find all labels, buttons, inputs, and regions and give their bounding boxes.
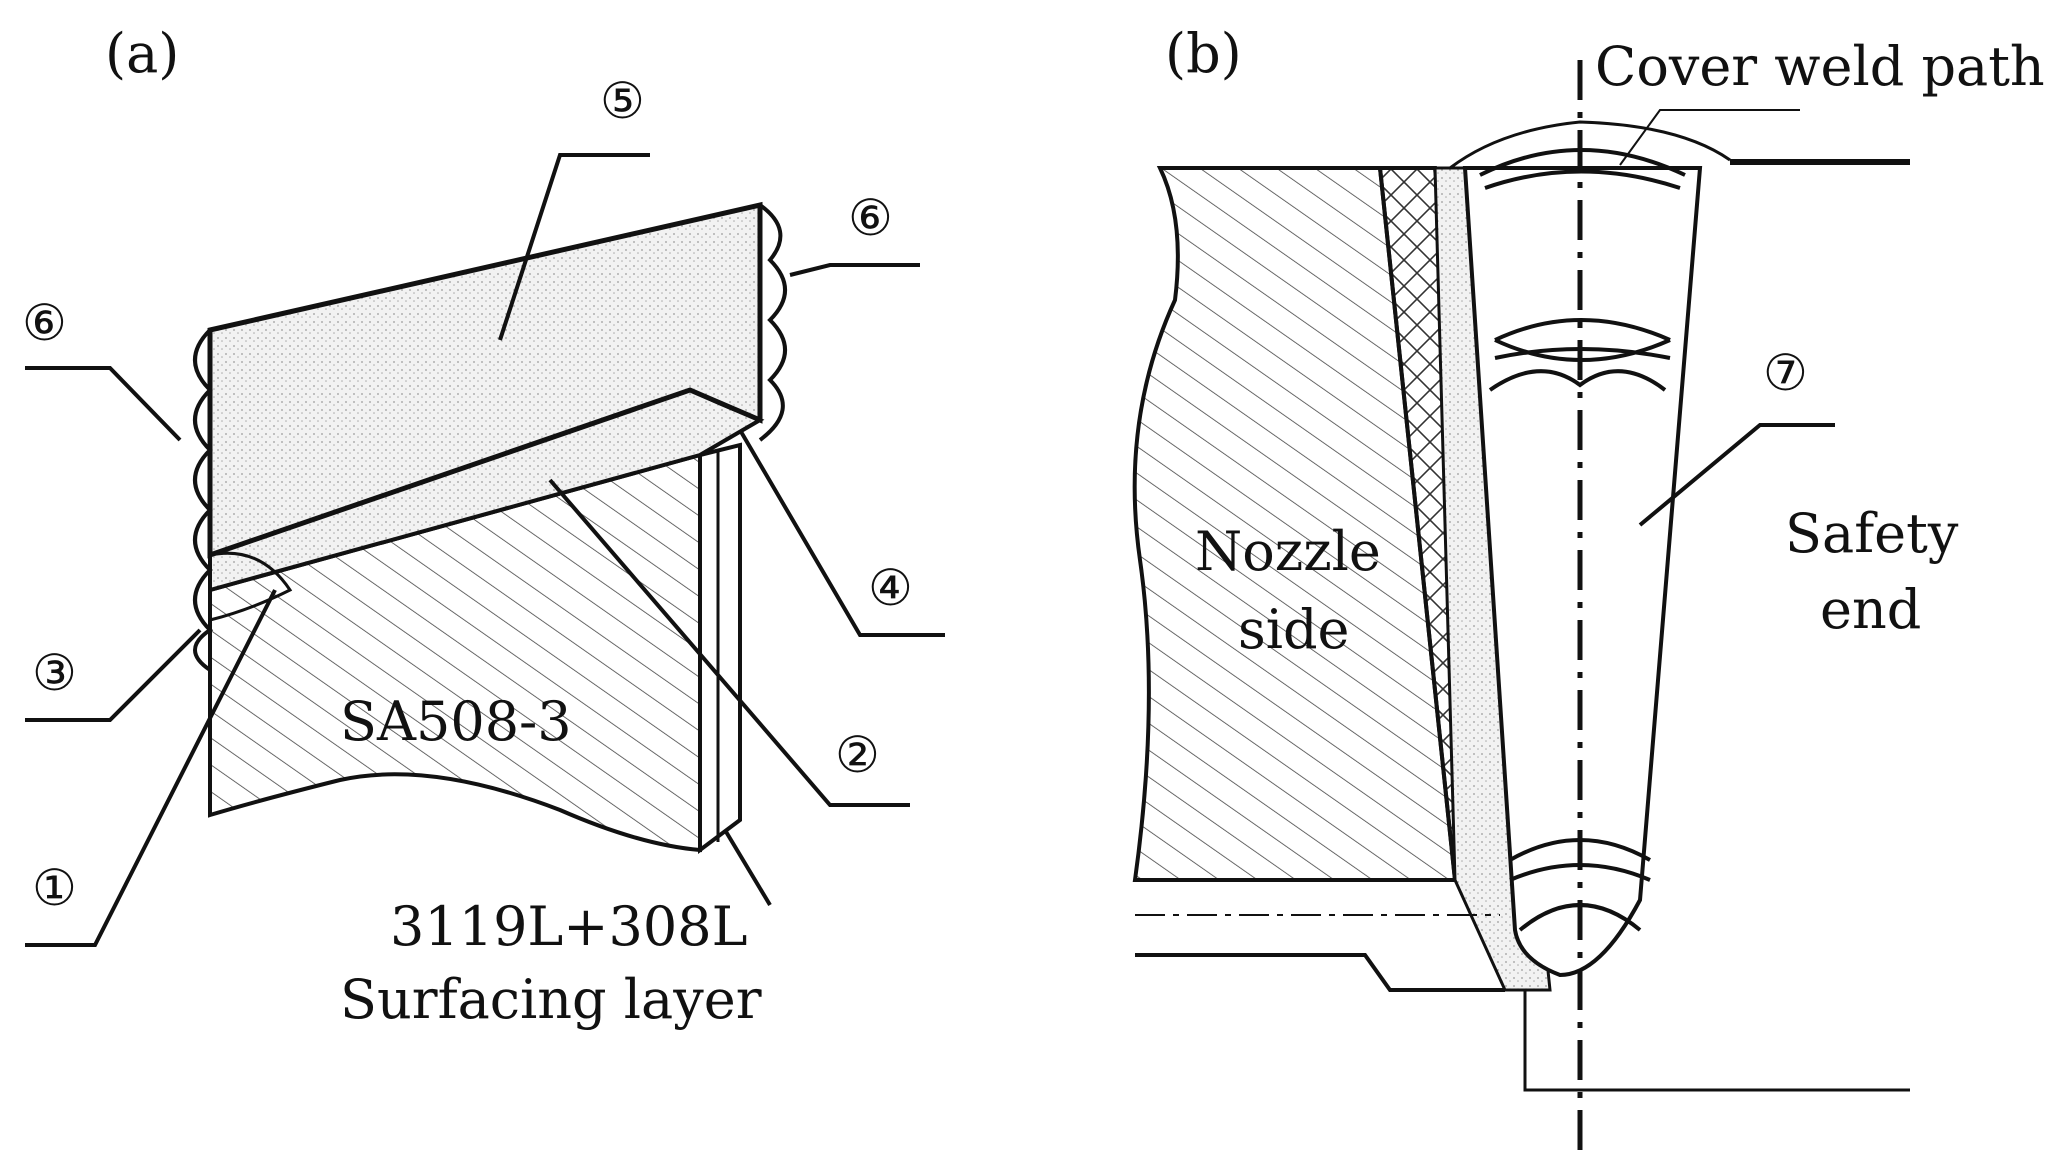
safety-label-line2: end: [1820, 578, 1921, 641]
panel-b-leaders: [1619, 109, 1835, 527]
cap-pass-arc-inner: [1484, 169, 1681, 190]
base-material-region: [208, 452, 702, 853]
cover-weld-reinforcement: [1449, 120, 1731, 170]
leader-5: [498, 153, 650, 341]
marker-5: ⑤: [600, 72, 645, 130]
base-material-label: SA508-3: [340, 690, 572, 753]
marker-1: ①: [32, 859, 77, 917]
leader-1: [25, 589, 277, 947]
leader-6-left: [25, 366, 182, 442]
leader-6-right: [789, 263, 920, 277]
weld-block-region: [207, 201, 763, 559]
leader-7: [1638, 423, 1835, 527]
panel-b: (b): [1132, 22, 2045, 1150]
leader-4: [738, 428, 945, 637]
right-bead-ripples: [758, 203, 787, 442]
panel-b-label: (b): [1165, 22, 1242, 85]
marker-4: ④: [868, 559, 913, 617]
panel-a-leaders: [25, 153, 945, 947]
nozzle-label-line1: Nozzle: [1195, 520, 1381, 583]
safety-label-line1: Safety: [1785, 502, 1959, 565]
cover-weld-label: Cover weld path: [1595, 35, 2045, 98]
safety-end-bottom-line: [1523, 990, 1910, 1092]
marker-3: ③: [32, 644, 77, 702]
bottom-step-line: [1135, 953, 1505, 992]
leader-cover-weld: [1619, 109, 1800, 166]
surfacing-label-line1: 3119L+308L: [390, 895, 747, 958]
nozzle-label-line2: side: [1238, 598, 1350, 661]
root-pass-curve: [209, 551, 293, 622]
panel-a-label: (a): [105, 22, 179, 85]
left-bead-ripples: [193, 328, 214, 672]
marker-2: ②: [835, 726, 880, 784]
marker-6-left: ⑥: [22, 294, 67, 352]
panel-a: (a) ⑤ ⑥ ⑥ ③ ④: [22, 22, 945, 1031]
marker-6-right: ⑥: [848, 189, 893, 247]
nozzle-side-region: [1132, 166, 1458, 882]
surfacing-label-line2: Surfacing layer: [340, 968, 762, 1031]
leader-surfacing: [723, 828, 772, 907]
surfacing-layer-strip: [698, 442, 742, 854]
leader-2: [548, 478, 910, 807]
fill-pass-arc-1: [1494, 318, 1671, 342]
marker-7: ⑦: [1763, 344, 1808, 402]
leader-3: [25, 628, 202, 722]
